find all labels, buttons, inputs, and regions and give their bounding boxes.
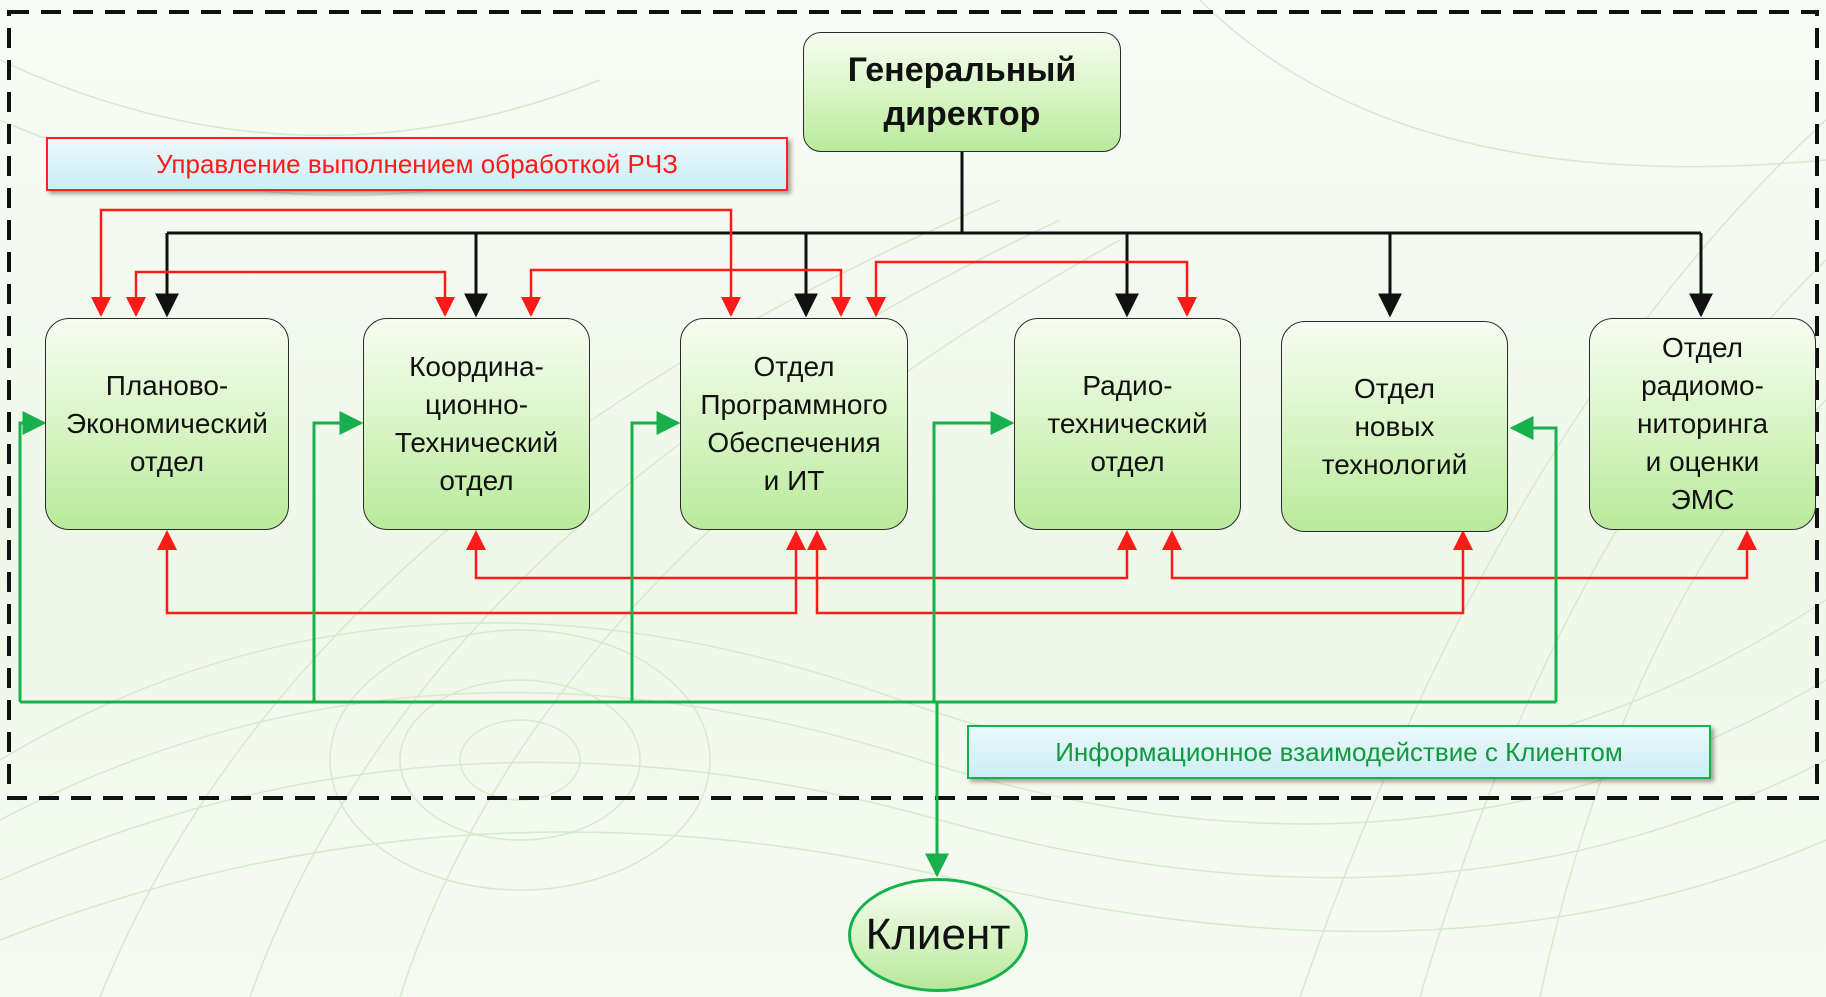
department-new-technologies: Отдел новых технологий — [1281, 321, 1508, 532]
department-coordination-technical: Координа- ционно- Технический отдел — [363, 318, 590, 530]
department-radio-monitoring-ems: Отдел радиомо- ниторинга и оценки ЭМС — [1589, 318, 1816, 530]
management-label: Управление выполнением обработкой РЧЗ — [46, 137, 788, 191]
management-connectors — [91, 208, 1757, 615]
green-link-planning — [18, 411, 47, 702]
red-link-planning-software-bottom — [157, 530, 806, 615]
client-ellipse: Клиент — [848, 878, 1028, 992]
department-planning-economic: Планово- Экономический отдел — [45, 318, 289, 530]
company-boundary — [7, 10, 1819, 800]
red-link-coordination-radio-bottom — [466, 530, 1137, 580]
information-connectors — [18, 411, 1558, 878]
red-link-software-newtech-bottom — [807, 530, 1473, 615]
red-link-coordination-software-top — [521, 268, 851, 317]
green-link-software — [630, 411, 681, 702]
department-radio-technical: Радио- технический отдел — [1014, 318, 1241, 530]
green-link-newtech — [1509, 416, 1558, 702]
general-director-box: Генеральный директор — [803, 32, 1121, 152]
information-label: Информационное взаимодействие с Клиентом — [967, 725, 1711, 779]
red-link-planning-software-top — [91, 208, 741, 317]
department-software-it: Отдел Программного Обеспечения и ИТ — [680, 318, 908, 530]
hierarchy-connectors — [155, 152, 1713, 318]
red-link-planning-coordination-top — [126, 270, 455, 317]
red-link-software-radio-top — [866, 260, 1197, 317]
red-link-radio-monitoring-bottom — [1162, 530, 1757, 580]
green-link-coordination — [312, 411, 364, 702]
green-link-radio — [932, 411, 1015, 702]
